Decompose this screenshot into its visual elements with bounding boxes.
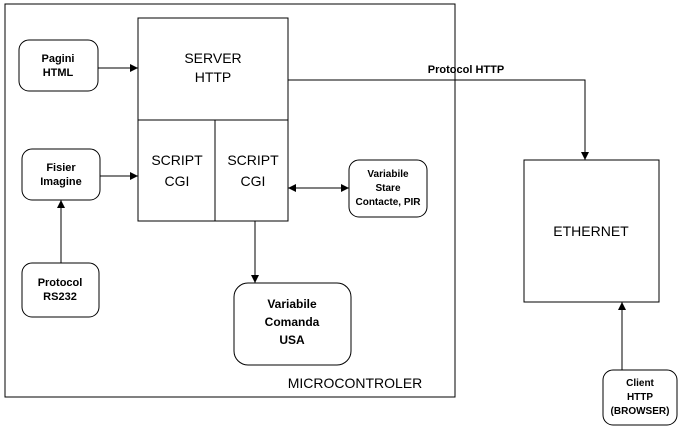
image-file-node xyxy=(21,148,101,201)
server-label-line2: HTTP xyxy=(195,69,232,85)
ethernet-node xyxy=(523,159,660,303)
rs232-protocol-node xyxy=(21,262,100,318)
http-edge-label: Protocol HTTP xyxy=(428,64,504,76)
script2-label-line2: CGI xyxy=(241,173,266,189)
ethernet-label: ETHERNET xyxy=(553,223,629,239)
client-label-line2: HTTP xyxy=(627,392,653,403)
script1-label-line2: CGI xyxy=(165,173,190,189)
edge-server-to-ethernet xyxy=(288,79,589,160)
image-label-line2: Imagine xyxy=(40,176,82,188)
state-label-line1: Variabile xyxy=(367,169,409,180)
http-client-node xyxy=(602,369,678,426)
state-label-line2: Stare xyxy=(375,183,400,194)
script-cgi-node-2 xyxy=(214,119,289,222)
command-label-line1: Variabile xyxy=(267,297,317,311)
server-http-node xyxy=(137,17,289,121)
rs232-label-line2: RS232 xyxy=(43,291,77,303)
image-label-line1: Fisier xyxy=(46,162,76,174)
script1-label-line1: SCRIPT xyxy=(151,152,203,168)
command-variables-node xyxy=(233,282,352,366)
script2-label-line1: SCRIPT xyxy=(227,152,279,168)
state-label-line3: Contacte, PIR xyxy=(355,197,421,208)
command-label-line2: Comanda xyxy=(265,315,320,329)
client-label-line1: Client xyxy=(626,378,654,389)
pages-label-line2: HTML xyxy=(43,67,74,79)
rs232-label-line1: Protocol xyxy=(38,277,83,289)
command-label-line3: USA xyxy=(279,333,305,347)
pages-label-line1: Pagini xyxy=(41,53,74,65)
html-pages-node xyxy=(18,39,99,92)
script-cgi-node-1 xyxy=(137,119,216,222)
client-label-line3: (BROWSER) xyxy=(611,406,670,417)
microcontroller-label: MICROCONTROLER xyxy=(288,375,423,391)
server-label-line1: SERVER xyxy=(184,50,241,66)
